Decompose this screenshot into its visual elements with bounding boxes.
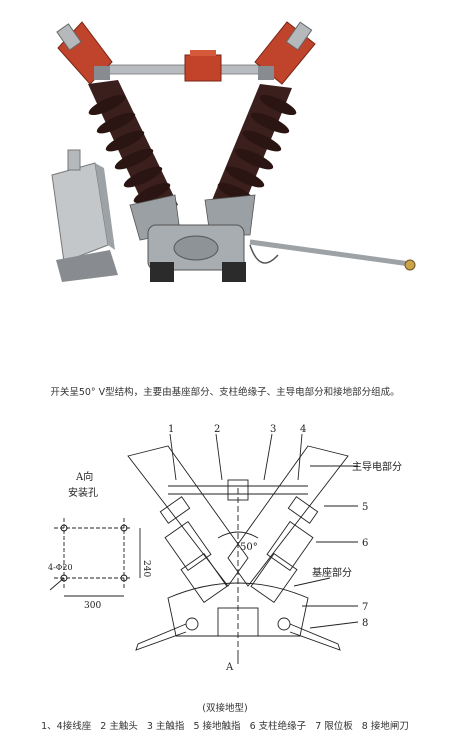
part-number-8: 8 xyxy=(362,618,368,629)
technical-diagram: A向 安装孔 4-Φ20 300 240 50° A 主导电部分 基座部分 1 … xyxy=(48,424,402,673)
grounding-knives xyxy=(135,623,341,651)
legend-item: 3 主触指 xyxy=(146,721,185,732)
legend-item: 5 接地触指 xyxy=(193,721,241,732)
part-number-1: 1 xyxy=(168,424,174,435)
main-conductive-label: 主导电部分 xyxy=(352,460,402,473)
mounting-hole-view xyxy=(49,518,141,597)
left-insulator-drawing xyxy=(159,496,228,604)
dim-width: 300 xyxy=(84,601,101,611)
part-number-2: 2 xyxy=(214,424,220,435)
part-number-4: 4 xyxy=(300,424,306,435)
legend-item: 6 支柱绝缘子 xyxy=(249,721,307,732)
view-title: A向 xyxy=(75,470,93,483)
left-insulator xyxy=(88,80,178,215)
main-conductor-bar xyxy=(99,50,261,82)
legend-item: 8 接地闸刀 xyxy=(361,721,409,732)
right-insulator-drawing xyxy=(250,496,319,604)
part-number-5: 5 xyxy=(362,502,368,513)
left-column-outline xyxy=(127,445,249,587)
right-column-outline xyxy=(227,445,349,587)
section-label-a: A xyxy=(225,662,234,673)
base-label: 基座部分 xyxy=(312,566,352,579)
legend-item: 1、4接线座 xyxy=(41,721,92,732)
parts-legend: 1、4接线座 2 主触头 3 主触指 5 接地触指 6 支柱绝缘子 7 限位板 … xyxy=(0,718,450,732)
diagram-subtitle: (双接地型) xyxy=(202,703,248,714)
right-insulator xyxy=(210,84,297,215)
legend-item: 2 主触头 xyxy=(100,721,138,732)
photo-caption: 开关呈50° V型结构，主要由基座部分、支柱绝缘子、主导电部分和接地部分组成。 xyxy=(50,387,400,398)
right-terminal xyxy=(254,21,316,85)
legend-item: 7 限位板 xyxy=(315,721,353,732)
left-terminal xyxy=(56,21,113,85)
control-box xyxy=(51,149,118,282)
part-number-7: 7 xyxy=(362,602,368,613)
part-number-3: 3 xyxy=(270,424,276,435)
product-photo xyxy=(51,21,416,282)
part-number-6: 6 xyxy=(362,538,368,549)
angle-label: 50° xyxy=(240,542,258,553)
hole-label: 4-Φ20 xyxy=(48,563,73,572)
dim-height: 240 xyxy=(141,560,151,577)
view-subtitle: 安装孔 xyxy=(68,486,98,499)
base-assembly xyxy=(129,194,256,282)
grounding-rod xyxy=(249,239,416,271)
